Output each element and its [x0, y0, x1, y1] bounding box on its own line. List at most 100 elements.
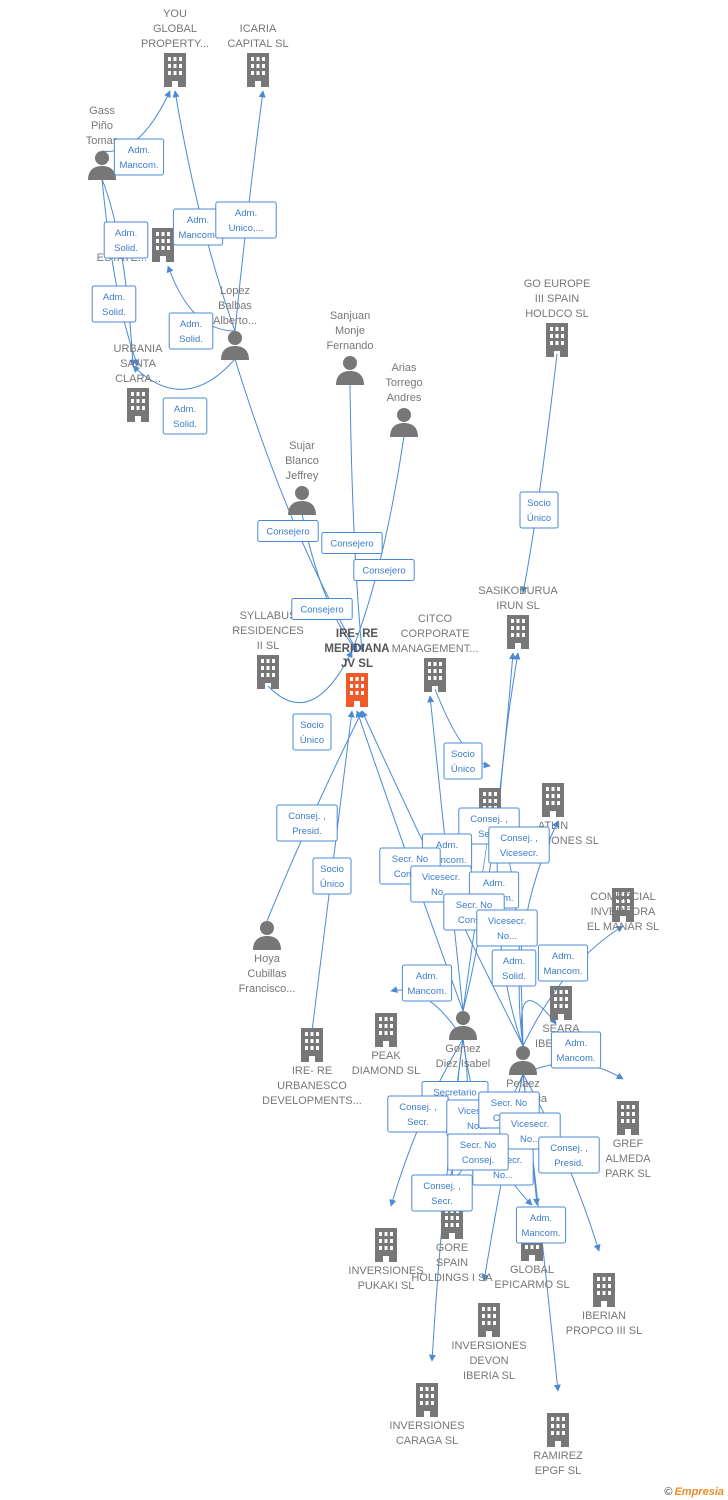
node-label-line: CORPORATE — [401, 628, 470, 640]
company-node-urbania[interactable]: URBANIASANTACLARA... — [114, 343, 164, 422]
edge-role-label[interactable]: Adm.Mancom. — [113, 138, 165, 176]
edge-role-label[interactable]: Consej. ,Vicesecr. — [488, 826, 550, 864]
edge-label-line: Consejero — [362, 566, 405, 577]
edge-label-line: Adm. — [483, 878, 505, 889]
edge-role-label[interactable]: Vicesecr.No... — [476, 909, 538, 947]
edge-label-line: Mancom. — [543, 966, 582, 977]
company-node-you[interactable]: YOUGLOBALPROPERTY... — [141, 8, 209, 87]
edge-label-box — [215, 201, 277, 239]
edge-role-label[interactable]: Consejero — [321, 532, 383, 554]
edge-role-label[interactable]: Adm.Solid. — [491, 949, 537, 987]
edge-role-label[interactable]: Consej. ,Secr. — [387, 1095, 449, 1133]
edge-role-label[interactable]: Adm.Mancom. — [515, 1206, 567, 1244]
edge-label-line: Consej. — [394, 869, 426, 880]
person-icon — [221, 331, 249, 360]
building-icon — [375, 1228, 397, 1262]
edge-label-line: Socio — [300, 720, 324, 731]
edge-label-box — [411, 1174, 473, 1212]
edge-label-line: Solid. — [102, 307, 126, 318]
edge-label-line: Vicesecr. — [511, 1119, 549, 1130]
edge-label-box — [321, 532, 383, 554]
edge-label-line: Adm. — [128, 145, 150, 156]
edge-role-label[interactable]: Adm.Unico,... — [215, 201, 277, 239]
edge-label-line: Socio — [527, 498, 551, 509]
person-node-hoya[interactable]: HoyaCubillasFrancisco... — [239, 921, 296, 995]
edge-label-line: Vicesecr. — [488, 916, 526, 927]
node-label-line: EPGF SL — [535, 1465, 581, 1477]
node-label-line: Pelaez — [506, 1078, 540, 1090]
node-label-line: Alberto... — [213, 315, 257, 327]
edge-role-label[interactable]: Adm.Mancom. — [550, 1031, 602, 1069]
node-label-line: GREF — [613, 1138, 644, 1150]
edge-role-label[interactable]: Adm.Solid. — [162, 397, 208, 435]
edge-label-box — [447, 1133, 509, 1171]
edge-role-label[interactable]: Adm.Solid. — [168, 312, 214, 350]
edge-label-line: No... — [467, 1121, 487, 1132]
edge-role-label[interactable]: Consej. ,Presid. — [276, 804, 338, 842]
building-icon — [127, 388, 149, 422]
node-label-line: Balbas — [218, 300, 252, 312]
edge-role-label[interactable]: Consejero — [291, 598, 353, 620]
node-label-line: SANTA — [120, 358, 157, 370]
relationship-edge — [349, 383, 365, 652]
edge-role-label[interactable]: Adm.Mancom. — [172, 208, 224, 246]
node-label-line: ICARIA — [240, 23, 277, 35]
edge-label-box — [312, 857, 352, 895]
node-label-line: PEAK — [371, 1050, 401, 1062]
company-node-citco[interactable]: CITCOCORPORATEMANAGEMENT... — [392, 613, 479, 692]
node-label-line: EPICARMO SL — [494, 1279, 569, 1291]
node-label-line: SASIKOBURUA — [478, 585, 558, 597]
building-icon — [416, 1383, 438, 1417]
node-label-line: URBANIA — [114, 343, 164, 355]
person-icon — [390, 408, 418, 437]
person-node-lopez[interactable]: LopezBalbasAlberto... — [213, 285, 257, 360]
node-label-line: IBERIAN — [582, 1310, 626, 1322]
brand-footer[interactable]: ©Empresia — [664, 1486, 724, 1498]
edge-role-label[interactable]: Consejero — [257, 520, 319, 542]
edge-role-label[interactable]: Consej. ,Presid. — [538, 1136, 600, 1174]
node-label-line: Cubillas — [247, 968, 287, 980]
edge-label-box — [292, 713, 332, 751]
edge-label-box — [515, 1206, 567, 1244]
building-icon — [424, 658, 446, 692]
edge-role-label[interactable]: Adm.Solid. — [91, 285, 137, 323]
company-node-ireurb[interactable]: IRE- REURBANESCODEVELOPMENTS... — [262, 1028, 362, 1107]
edge-label-line: Adm. — [235, 208, 257, 219]
edge-role-label[interactable]: Adm.Mancom. — [537, 944, 589, 982]
edge-role-label[interactable]: Consejero — [353, 559, 415, 581]
edge-role-label[interactable]: Consej. ,Secr. — [411, 1174, 473, 1212]
brand-name: Empresia — [674, 1486, 724, 1498]
edge-role-label[interactable]: Adm.Mancom. — [401, 964, 453, 1002]
edge-role-label[interactable]: Vicesecr.No... — [410, 865, 472, 903]
node-label-line: INVERSIONES — [348, 1265, 423, 1277]
building-icon — [478, 1303, 500, 1337]
edge-label-line: Solid. — [502, 971, 526, 982]
edge-role-label[interactable]: Adm.Solid. — [103, 221, 149, 259]
node-label-line: Sanjuan — [330, 310, 370, 322]
